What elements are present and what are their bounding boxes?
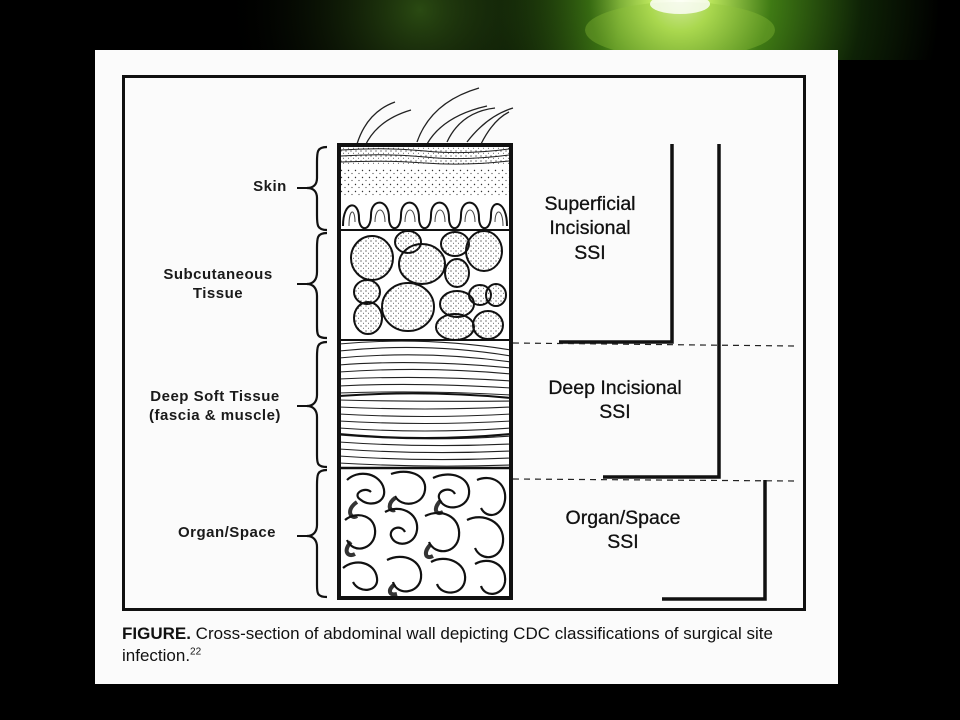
layer-boundary-dashes [512,342,796,482]
figure-caption: FIGURE. Cross-section of abdominal wall … [122,623,812,667]
caption-text: Cross-section of abdominal wall depictin… [122,624,773,666]
caption-reference: 22 [190,646,202,658]
classification-superficial-incisional: Superficial Incisional SSI [544,193,636,264]
layer-label-organ-space: Organ/Space [177,524,277,541]
figure-panel: Skin Subcutaneous Tissue Deep Soft Tissu… [95,50,838,684]
hair-strands [356,87,514,147]
organ-space-layer [339,468,511,598]
label-ticks [297,187,307,537]
layer-braces [306,145,328,599]
caption-head: FIGURE. [122,624,191,643]
layer-label-deep-soft-tissue: Deep Soft Tissue (fascia & muscle) [149,388,281,424]
abdominal-wall-diagram [297,87,796,601]
classification-organ-space: Organ/Space SSI [565,507,681,554]
cross-section-column [337,143,513,600]
classification-deep-incisional: Deep Incisional SSI [548,377,682,424]
layer-label-subcutaneous: Subcutaneous Tissue [163,266,273,302]
deep-soft-tissue-layer [338,340,512,468]
layer-label-skin: Skin [253,178,287,195]
classification-brackets [559,144,767,601]
subcutaneous-layer [339,230,511,341]
figure-frame [122,75,806,611]
skin-layer [339,145,511,230]
